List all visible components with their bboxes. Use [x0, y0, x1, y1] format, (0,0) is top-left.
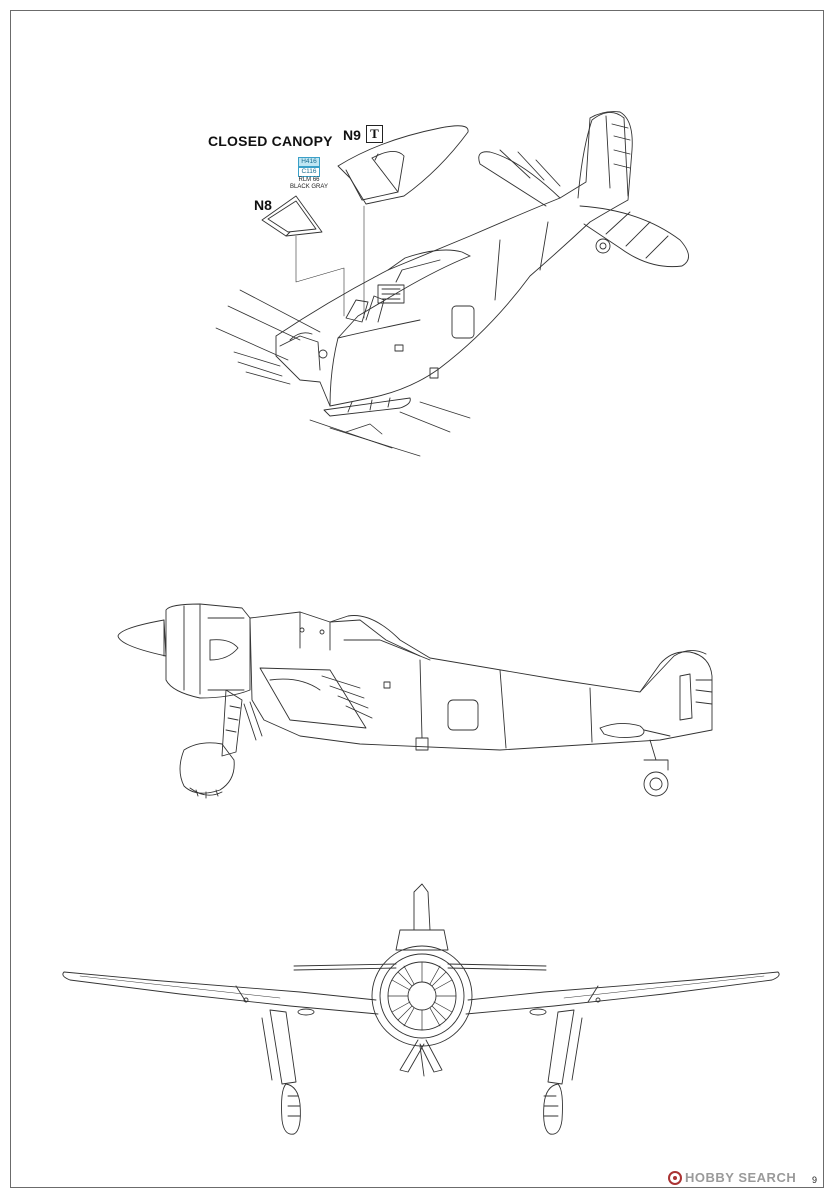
page-number: 9 — [812, 1175, 818, 1185]
watermark: HOBBY SEARCH — [668, 1170, 796, 1185]
part-n9-canopy — [337, 125, 469, 205]
watermark-logo-icon — [668, 1170, 682, 1185]
part-n8-windscreen — [261, 195, 323, 237]
side-profile-view — [117, 603, 713, 799]
page-border — [10, 10, 824, 1188]
transparent-part-mark: T — [366, 125, 383, 143]
c-code-swatch: C116 — [298, 167, 320, 177]
paint-name-line2: BLACK GRAY — [290, 184, 328, 190]
engine-fins — [387, 961, 457, 1031]
closed-canopy-title: CLOSED CANOPY — [208, 133, 333, 149]
front-view — [62, 883, 780, 1135]
wing-stubs-3q — [215, 289, 471, 457]
part-n9-label: N9 — [343, 127, 361, 143]
h-code-swatch: H416 — [298, 157, 320, 167]
paint-callout: H416 C116 RLM 66 BLACK GRAY — [278, 157, 340, 191]
canopy-assembly-view — [215, 111, 689, 457]
watermark-text: HOBBY SEARCH — [685, 1170, 797, 1185]
paint-name-line1: RLM 66 — [298, 177, 320, 183]
part-n8-label: N8 — [254, 197, 272, 213]
tail-3q — [577, 112, 631, 199]
stabilizers-3q — [478, 149, 689, 268]
fuselage-3q — [275, 111, 633, 417]
